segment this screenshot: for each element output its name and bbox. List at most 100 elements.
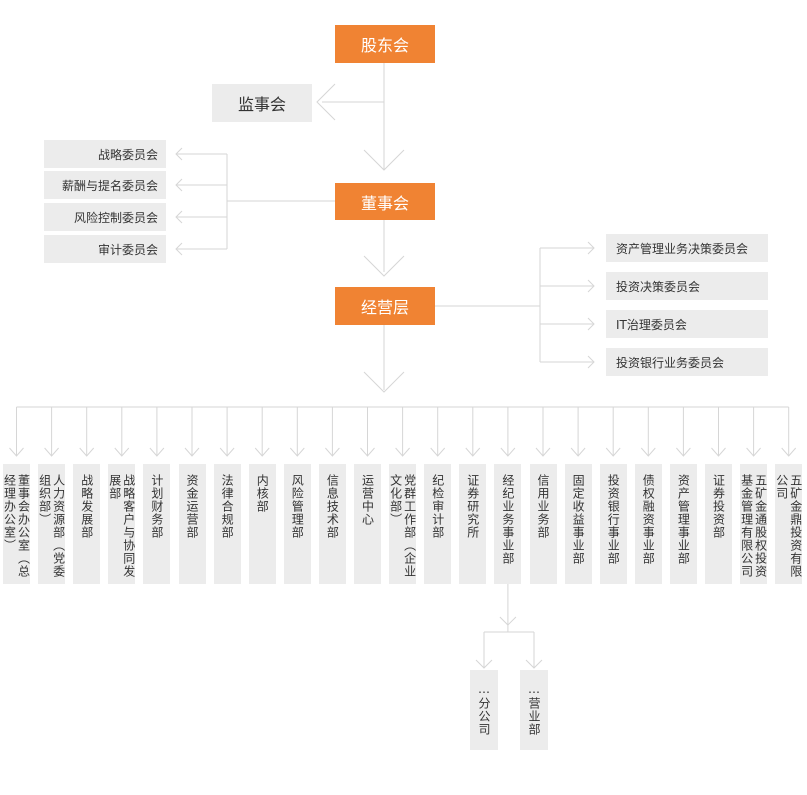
chevron-down-icon xyxy=(360,447,375,457)
department-box: 五矿金鼎投资有限公司 xyxy=(775,464,803,584)
department-box: 证券投资部 xyxy=(705,464,732,584)
branch-box: …营业部 xyxy=(520,670,548,750)
department-box: 资金运营部 xyxy=(178,464,206,584)
department-label: 经纪业务事业部 xyxy=(500,474,515,565)
ellipsis-text: … xyxy=(527,682,541,697)
chevron-down-icon xyxy=(79,447,95,457)
chevron-down-icon xyxy=(465,447,481,457)
department-box: 战略发展部 xyxy=(73,464,101,584)
department-label: 战略发展部 xyxy=(79,474,94,539)
mgmt-committee-box: 投资银行业务委员会 xyxy=(606,348,768,376)
chevron-right-icon xyxy=(587,355,595,369)
chevron-down-icon xyxy=(9,447,24,457)
department-box: 战略客户与协同发展部 xyxy=(107,464,136,584)
branch-label: …营业部 xyxy=(527,682,541,750)
department-box: 资产管理事业部 xyxy=(669,464,697,584)
branch-name: 分公司 xyxy=(477,697,491,736)
department-box: 五矿金通股权投资基金管理有限公司 xyxy=(740,464,768,584)
board-committee-box: 风险控制委员会 xyxy=(44,203,166,231)
department-box: 党群工作部（企业文化部） xyxy=(388,464,417,584)
chevron-down-icon xyxy=(711,447,726,457)
chevron-down-icon xyxy=(363,149,405,171)
chevron-down-icon xyxy=(149,447,165,457)
chevron-left-icon xyxy=(175,210,183,224)
department-box: 运营中心 xyxy=(354,464,381,584)
ellipsis-text: … xyxy=(477,682,491,697)
shareholders-meeting-box: 股东会 xyxy=(335,25,435,63)
board-committee-box: 薪酬与提名委员会 xyxy=(44,171,166,199)
chevron-down-icon xyxy=(184,447,200,457)
department-box: 法律合规部 xyxy=(213,464,241,584)
department-label: 运营中心 xyxy=(360,474,375,526)
department-label: 风险管理部 xyxy=(290,474,305,539)
department-box: 风险管理部 xyxy=(283,464,311,584)
department-box: 信用业务部 xyxy=(529,464,557,584)
department-label: 纪检审计部 xyxy=(430,474,445,539)
chevron-down-icon xyxy=(640,447,656,457)
chevron-down-icon xyxy=(535,447,551,457)
chevron-down-icon xyxy=(605,447,621,457)
chevron-down-icon xyxy=(525,659,543,669)
department-box: 信息技术部 xyxy=(318,464,346,584)
chevron-down-icon xyxy=(475,659,493,669)
chevron-down-icon xyxy=(570,447,586,457)
chevron-left-icon xyxy=(175,242,183,256)
department-label: 资金运营部 xyxy=(185,474,199,539)
department-label: 资产管理事业部 xyxy=(676,474,691,565)
department-label: 固定收益事业部 xyxy=(571,474,586,565)
department-label: 计划财务部 xyxy=(149,474,164,539)
chevron-down-icon xyxy=(363,371,405,393)
board-committee-box: 战略委员会 xyxy=(44,140,166,168)
chevron-down-icon xyxy=(676,447,691,457)
department-box: 内核部 xyxy=(248,464,276,584)
board-committee-box: 审计委员会 xyxy=(44,235,166,263)
mgmt-committee-box: IT治理委员会 xyxy=(606,310,768,338)
mgmt-committee-box: 投资决策委员会 xyxy=(606,272,768,300)
department-label: 内核部 xyxy=(255,474,270,513)
department-box: 固定收益事业部 xyxy=(564,464,592,584)
chevron-right-icon xyxy=(587,279,595,293)
department-label: 信用业务部 xyxy=(536,474,550,539)
department-label: 战略客户与协同发展部 xyxy=(107,474,136,578)
management-box: 经营层 xyxy=(335,287,435,325)
chevron-down-icon xyxy=(325,447,340,457)
department-box: 董事会办公室（总经理办公室） xyxy=(2,464,31,584)
branch-label: …分公司 xyxy=(477,682,491,750)
chevron-down-icon xyxy=(219,447,235,457)
department-label: 证券研究所 xyxy=(465,474,480,539)
chevron-left-icon xyxy=(175,147,183,161)
chevron-down-icon xyxy=(781,447,797,457)
department-box: 投资银行事业部 xyxy=(599,464,627,584)
chevron-right-icon xyxy=(587,241,595,255)
department-label: 董事会办公室（总经理办公室） xyxy=(2,474,31,578)
chevron-down-icon xyxy=(114,447,130,457)
chevron-down-icon xyxy=(363,255,405,277)
branch-box: …分公司 xyxy=(470,670,498,750)
department-box: 债权融资事业部 xyxy=(634,464,662,584)
department-box: 人力资源部（党委组织部） xyxy=(37,464,66,584)
chevron-down-icon xyxy=(44,447,59,457)
department-label: 人力资源部（党委组织部） xyxy=(37,474,66,578)
department-label: 党群工作部（企业文化部） xyxy=(388,474,417,578)
board-of-directors-box: 董事会 xyxy=(335,183,435,220)
supervisory-board-box: 监事会 xyxy=(212,84,312,122)
department-label: 债权融资事业部 xyxy=(641,474,656,565)
department-label: 法律合规部 xyxy=(220,474,235,539)
mgmt-committee-box: 资产管理业务决策委员会 xyxy=(606,234,768,262)
chevron-down-icon xyxy=(395,447,410,457)
chevron-left-icon xyxy=(175,178,183,192)
department-label: 信息技术部 xyxy=(325,474,340,539)
chevron-down-icon xyxy=(500,447,516,457)
chevron-down-icon xyxy=(430,447,446,457)
chevron-down-icon xyxy=(746,447,761,457)
chevron-right-icon xyxy=(587,317,595,331)
department-label: 投资银行事业部 xyxy=(606,474,621,565)
chevron-left-icon xyxy=(316,83,336,121)
department-box: 纪检审计部 xyxy=(424,464,452,584)
department-box: 计划财务部 xyxy=(143,464,171,584)
department-label: 证券投资部 xyxy=(711,474,726,539)
department-box: 经纪业务事业部 xyxy=(494,464,522,584)
branch-name: 营业部 xyxy=(527,697,541,736)
